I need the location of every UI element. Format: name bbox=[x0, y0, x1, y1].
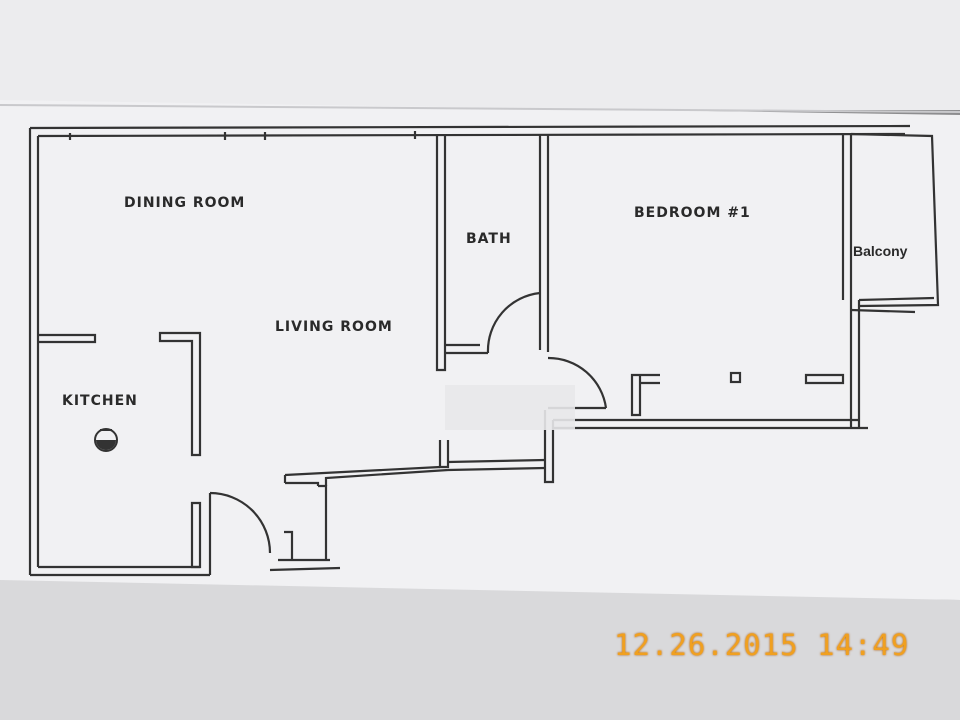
paper-main-sheet bbox=[0, 100, 960, 600]
window-marks-top bbox=[68, 131, 417, 140]
bedroom-closet-wall-right bbox=[804, 373, 845, 385]
paper-fold-line bbox=[0, 104, 960, 113]
living-lower-wall bbox=[284, 465, 449, 486]
bedroom-closet-wall bbox=[630, 373, 660, 417]
label-dining-room: DINING ROOM bbox=[124, 195, 245, 211]
bedroom-wall-lower bbox=[553, 418, 868, 430]
bath-wall-left bbox=[435, 134, 447, 372]
label-bedroom: BEDROOM #1 bbox=[634, 205, 751, 221]
outer-wall-bottom-mid bbox=[269, 558, 341, 572]
label-living-room: LIVING ROOM bbox=[275, 319, 393, 335]
balcony-rail bbox=[850, 308, 916, 314]
outer-wall-bottom-left bbox=[30, 565, 210, 577]
bath-wall-bottom bbox=[445, 343, 488, 355]
label-balcony: Balcony bbox=[853, 243, 908, 259]
bedroom-wall-right bbox=[841, 134, 853, 300]
kitchen-wall-right bbox=[158, 331, 202, 457]
balcony-outline bbox=[850, 132, 940, 308]
label-bath: BATH bbox=[466, 231, 512, 247]
paper-lower-sheet bbox=[0, 580, 960, 720]
hall-wall-left bbox=[438, 440, 450, 469]
hall-wall-right bbox=[543, 410, 555, 484]
bath-wall-right bbox=[538, 134, 550, 352]
bath-door-swing bbox=[486, 291, 541, 354]
floor-plan bbox=[28, 124, 940, 577]
hall-wall-bottom bbox=[447, 458, 546, 472]
kitchen-wall-lower bbox=[190, 501, 202, 569]
entry-door-swing bbox=[209, 491, 272, 554]
sticker-patch bbox=[445, 385, 575, 430]
outer-wall-left bbox=[28, 128, 40, 575]
bedroom-door-swing bbox=[547, 356, 608, 409]
label-kitchen: KITCHEN bbox=[62, 393, 138, 409]
bedroom-right-lower bbox=[849, 298, 861, 428]
paper-top-sheet bbox=[0, 0, 960, 110]
photo-timestamp: 12.26.2015 14:49 bbox=[614, 628, 910, 662]
closet-marker bbox=[729, 371, 742, 384]
stove-icon bbox=[94, 428, 118, 452]
outer-wall-top bbox=[29, 124, 911, 138]
kitchen-wall-upper bbox=[38, 333, 97, 344]
